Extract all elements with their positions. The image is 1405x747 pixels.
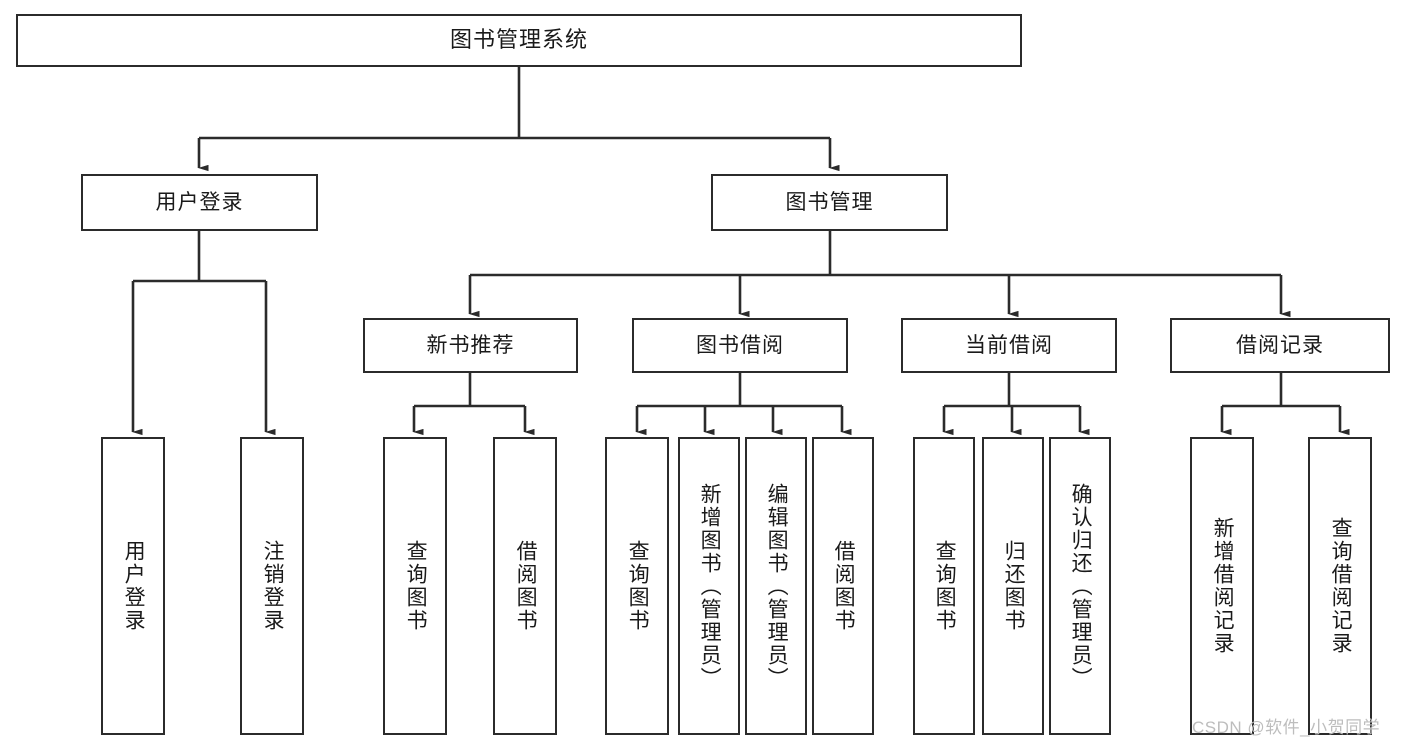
node-borrow-record[interactable]: 借阅记录 [1170,318,1390,373]
node-label: 图书管理系统 [449,27,588,53]
node-leaf-add-book[interactable]: 新增图书（管理员） [678,437,740,735]
node-label: 图书借阅 [696,333,784,357]
node-label: 确认归还（管理员） [1069,482,1093,690]
node-leaf-query-borrow-record[interactable]: 查询借阅记录 [1308,437,1372,735]
node-book-management[interactable]: 图书管理 [711,174,948,231]
node-label: 当前借阅 [965,333,1053,357]
node-book-borrow[interactable]: 图书借阅 [632,318,848,373]
node-user-login[interactable]: 用户登录 [81,174,318,231]
node-label: 新增图书（管理员） [698,482,722,690]
node-label: 用户登录 [122,540,146,632]
node-label: 归还图书 [1002,540,1026,632]
node-label: 编辑图书（管理员） [765,482,789,690]
node-leaf-confirm-return[interactable]: 确认归还（管理员） [1049,437,1111,735]
node-label: 注销登录 [261,540,285,632]
node-label: 查询图书 [626,540,650,632]
node-leaf-logout[interactable]: 注销登录 [240,437,304,735]
node-leaf-add-borrow-record[interactable]: 新增借阅记录 [1190,437,1254,735]
node-label: 借阅图书 [832,540,856,632]
node-leaf-query-book-current[interactable]: 查询图书 [913,437,975,735]
node-leaf-user-login[interactable]: 用户登录 [101,437,165,735]
node-current-borrow[interactable]: 当前借阅 [901,318,1117,373]
csdn-watermark: CSDN @软件_小贺同学 [1192,718,1381,737]
node-leaf-return-book[interactable]: 归还图书 [982,437,1044,735]
node-label: 查询借阅记录 [1329,517,1353,655]
node-label: 新书推荐 [426,333,515,357]
node-label: 新增借阅记录 [1211,517,1235,655]
node-label: 借阅图书 [514,540,538,632]
node-label: 查询图书 [404,540,428,632]
node-root-book-management-system[interactable]: 图书管理系统 [16,14,1022,67]
node-label: 借阅记录 [1236,333,1324,357]
node-label: 用户登录 [155,190,244,214]
node-leaf-borrow-book[interactable]: 借阅图书 [812,437,874,735]
node-new-book-recommend[interactable]: 新书推荐 [363,318,578,373]
node-label: 图书管理 [785,190,874,214]
node-leaf-query-book-recommend[interactable]: 查询图书 [383,437,447,735]
node-label: 查询图书 [933,540,957,632]
node-leaf-edit-book[interactable]: 编辑图书（管理员） [745,437,807,735]
node-leaf-borrow-book-recommend[interactable]: 借阅图书 [493,437,557,735]
node-leaf-query-book-borrow[interactable]: 查询图书 [605,437,669,735]
